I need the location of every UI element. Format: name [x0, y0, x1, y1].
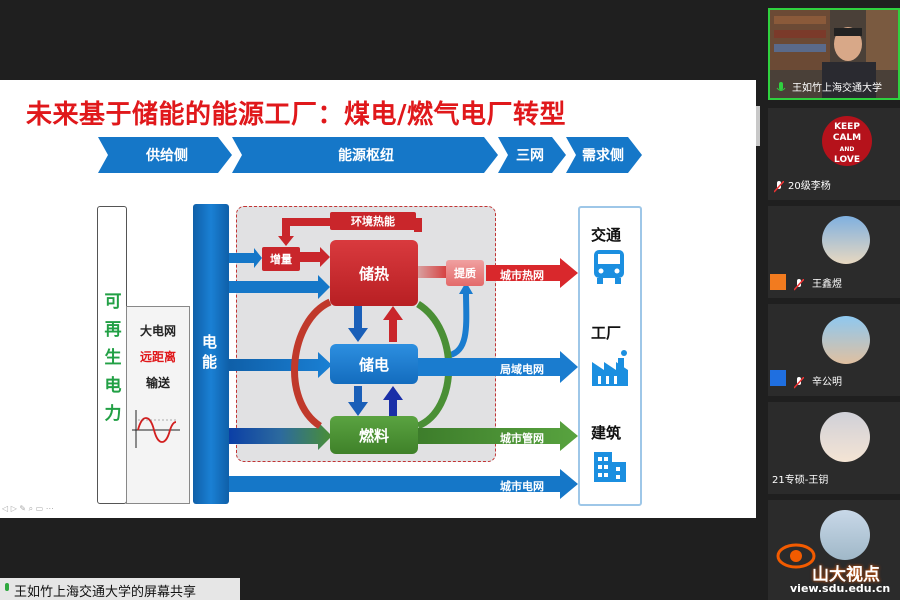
avatar	[822, 316, 870, 364]
demand-transport-label: 交通	[591, 226, 622, 244]
phase-arrow-hub	[232, 137, 498, 173]
participant-tile[interactable]	[768, 500, 900, 600]
renewable-power-box	[97, 206, 127, 504]
fuel-node: 燃料	[330, 416, 418, 454]
flow-bus-to-boost	[229, 248, 262, 268]
sine-wave-icon	[132, 410, 180, 448]
flow-city-pipe	[418, 421, 578, 451]
demand-factory-label: 工厂	[591, 324, 622, 342]
mic-on-icon[interactable]	[776, 82, 786, 94]
avatar	[822, 216, 870, 264]
user-icon	[770, 274, 786, 290]
phase-arrows	[98, 137, 642, 173]
flow-bus-to-fuel	[229, 422, 332, 450]
participant-tile[interactable]: 王鑫煜	[768, 206, 900, 298]
mic-muted-icon[interactable]	[794, 377, 804, 389]
renewable-label: 可 再 生 电 力	[104, 292, 122, 424]
participant-name: 辛公明	[812, 377, 842, 388]
phase-label-demand: 需求侧	[582, 148, 624, 164]
ambient-heat-box: 环境热能	[330, 212, 416, 230]
flow-city-grid	[229, 469, 578, 499]
shared-slide: 未来基于储能的能源工厂：煤电/燃气电厂转型 供给侧 能源枢纽 三网 需求侧 可 …	[0, 80, 760, 518]
flow-boost-to-heat	[299, 247, 330, 267]
city-pipe-network-label: 城市管网	[500, 432, 544, 445]
flow-local-grid	[418, 351, 578, 383]
long-distance-grid-box	[126, 306, 190, 504]
flow-bus-to-heat	[229, 275, 330, 299]
participant-tile[interactable]: 21专硕-王钥	[768, 402, 900, 494]
user-icon	[770, 370, 786, 386]
phase-arrow-grid	[498, 137, 566, 173]
watermark-brand: 山大视点	[812, 565, 880, 585]
avatar	[820, 510, 870, 560]
eye-logo-icon	[776, 543, 816, 569]
participant-name: 21专硕-王钥	[772, 475, 829, 486]
flow-bus-to-power	[229, 352, 332, 378]
participant-tile-active[interactable]: 王如竹上海交通大学	[768, 8, 900, 100]
mic-on-icon	[5, 583, 9, 591]
demand-building-label: 建筑	[591, 424, 622, 442]
participant-name: 王鑫煜	[812, 279, 842, 290]
mic-muted-icon[interactable]	[774, 181, 784, 193]
electric-energy-bus	[193, 204, 229, 504]
flow-city-heat	[486, 258, 578, 288]
city-grid-label: 城市电网	[500, 480, 544, 493]
video-feed	[770, 10, 898, 98]
heat-storage-node: 储热	[330, 240, 418, 306]
bus-icon	[594, 250, 624, 284]
city-heat-network-label: 城市热网	[500, 269, 544, 282]
upgrade-node: 提质	[446, 260, 484, 286]
slide-title: 未来基于储能的能源工厂：煤电/燃气电厂转型	[26, 100, 566, 130]
boost-box: 增量	[262, 247, 300, 271]
phase-label-grid: 三网	[516, 148, 544, 164]
participant-tile[interactable]: 辛公明	[768, 304, 900, 396]
bus-label: 电 能	[202, 333, 218, 371]
power-storage-node: 储电	[330, 344, 418, 384]
building-icon	[594, 452, 626, 482]
phase-label-hub: 能源枢纽	[338, 148, 394, 164]
grid-transmission-label: 大电网 远距离 输送	[139, 324, 176, 390]
participant-name: 20级李杨	[788, 181, 831, 192]
slide-edge	[756, 106, 760, 146]
phase-arrow-demand	[566, 137, 642, 173]
avatar	[820, 412, 870, 462]
screen-share-label[interactable]: 王如竹上海交通大学的屏幕共享	[0, 578, 240, 600]
watermark-url: view.sdu.edu.cn	[790, 582, 891, 595]
participant-name: 王如竹上海交通大学	[792, 83, 882, 94]
mic-muted-icon[interactable]	[794, 279, 804, 291]
slide-nav-toolbar[interactable]: ◁ ▷ ✎ ⌕ ▭ ⋯	[2, 504, 54, 513]
phase-label-supply: 供给侧	[146, 148, 188, 164]
phase-arrow-supply	[98, 137, 232, 173]
local-grid-label: 局域电网	[500, 363, 544, 376]
factory-icon	[592, 350, 628, 386]
